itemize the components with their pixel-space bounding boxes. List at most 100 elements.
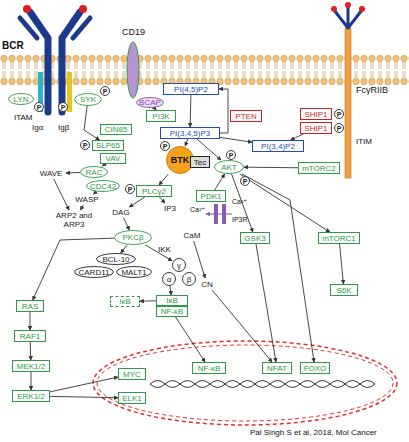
node-text: BCAP <box>139 98 161 107</box>
oval-shape <box>335 124 344 133</box>
antigen-site <box>23 5 31 13</box>
node-text: P <box>128 185 133 194</box>
node-text: IκB <box>166 296 178 305</box>
fcgr-ligand <box>334 6 362 28</box>
signal-arrow <box>33 238 114 300</box>
node-text: SLP65 <box>96 141 120 150</box>
node-text: CaM <box>184 231 201 240</box>
signal-arrow <box>140 300 156 301</box>
protein-oval: CARD11 <box>74 266 114 278</box>
node-text: GSK3 <box>244 234 265 243</box>
protein-oval: BCAP <box>136 97 164 108</box>
molecule-text: CaM <box>180 230 204 241</box>
ligand-dot <box>331 6 337 12</box>
bcr-light-chain <box>73 18 90 38</box>
protein-oval: CDC42 <box>86 180 120 192</box>
oval-shape <box>173 259 186 272</box>
node-text: RAC <box>86 168 103 177</box>
node-text: IκB <box>119 297 131 306</box>
oval-shape <box>126 185 135 194</box>
molecule-text: WASP <box>72 194 102 205</box>
protein-box: SHIP1 <box>300 122 332 134</box>
node-text: PI3K <box>152 112 169 121</box>
oval-shape <box>161 142 170 151</box>
node-text: SHIP1 <box>304 110 327 119</box>
signal-arrow <box>176 317 205 362</box>
oval-shape <box>59 103 68 112</box>
oval-shape <box>75 267 114 278</box>
calcium-flow <box>206 214 232 215</box>
dna-strand <box>150 381 375 388</box>
molecule-text: WAVE <box>36 168 66 179</box>
node-text: P <box>61 103 66 112</box>
protein-box: FOXO <box>300 362 330 374</box>
fcgr-receptor <box>345 28 351 178</box>
signal-arrow <box>50 396 118 397</box>
signal-arrow <box>30 342 32 360</box>
oval-shape <box>183 273 196 286</box>
node-text: PDK1 <box>201 192 222 201</box>
phospho-circle: P <box>100 86 110 96</box>
dna-strand <box>150 381 375 388</box>
molecule-text: DAG <box>110 207 132 218</box>
node-text: mTORC2 <box>302 164 336 173</box>
signal-arrow <box>219 89 228 133</box>
protein-box: ELK1 <box>118 392 146 404</box>
node-text: ERK1/2 <box>17 392 45 401</box>
annotation-label: IKK <box>158 246 171 255</box>
signal-arrow <box>256 244 276 362</box>
node-text: DAG <box>112 208 129 217</box>
node-text: γ <box>177 261 181 270</box>
signal-arrow <box>194 241 205 278</box>
node-text: AKT <box>221 163 237 172</box>
signal-arrow <box>215 174 225 190</box>
protein-box: Tec <box>190 156 210 168</box>
signal-arrow <box>244 167 298 169</box>
oval-shape <box>75 94 102 106</box>
oval-shape <box>97 254 136 265</box>
node-text: PI(4,5)P2 <box>174 85 208 94</box>
signal-arrow <box>80 205 83 210</box>
node-text: BTK <box>171 156 190 165</box>
signal-arrow <box>94 192 96 194</box>
node-text: PI(3,4)P2 <box>261 142 295 151</box>
protein-oval: LYN <box>8 93 34 105</box>
node-text: P <box>163 142 168 151</box>
signal-arrow <box>240 174 330 232</box>
signal-arrow <box>170 286 171 295</box>
signal-arrow <box>159 197 164 203</box>
signal-arrow <box>121 245 127 253</box>
bcr-light-chain <box>20 18 37 38</box>
signal-arrow <box>30 312 31 330</box>
annotation-label: Igβ <box>58 124 69 133</box>
node-text: BCL-10 <box>102 255 129 264</box>
annotation-label: CD19 <box>122 28 145 38</box>
node-text: NF-κB <box>161 307 184 316</box>
signal-arrow <box>129 197 144 207</box>
node-text: mTORC1 <box>322 234 356 243</box>
oval-shape <box>241 177 250 186</box>
protein-box: PI3K <box>146 110 176 122</box>
node-text: NF-κB <box>198 364 221 373</box>
phospho-circle: P <box>240 176 250 186</box>
oval-shape <box>35 103 44 112</box>
phospho-circle: P <box>34 102 44 112</box>
protein-box: RAF1 <box>14 330 46 342</box>
protein-box: PLCγ2 <box>136 185 172 197</box>
node-text: PKCβ <box>122 233 143 242</box>
protein-oval: BCL-10 <box>96 253 136 265</box>
nucleus-outline <box>93 341 397 425</box>
protein-box: NFAT <box>262 362 292 374</box>
node-text: CIN85 <box>105 125 128 134</box>
node-text: α <box>167 275 172 284</box>
oval-shape <box>137 98 164 108</box>
phospho-circle: P <box>334 109 344 119</box>
annotation-label: Ca²⁺ <box>190 206 205 214</box>
oval-shape <box>335 110 344 119</box>
annotation-label: ITAM <box>14 114 33 123</box>
protein-box: SHIP1 <box>300 108 332 120</box>
signal-arrow <box>159 174 168 185</box>
protein-box: mTORC2 <box>298 162 340 174</box>
protein-oval: AKT <box>214 160 244 174</box>
